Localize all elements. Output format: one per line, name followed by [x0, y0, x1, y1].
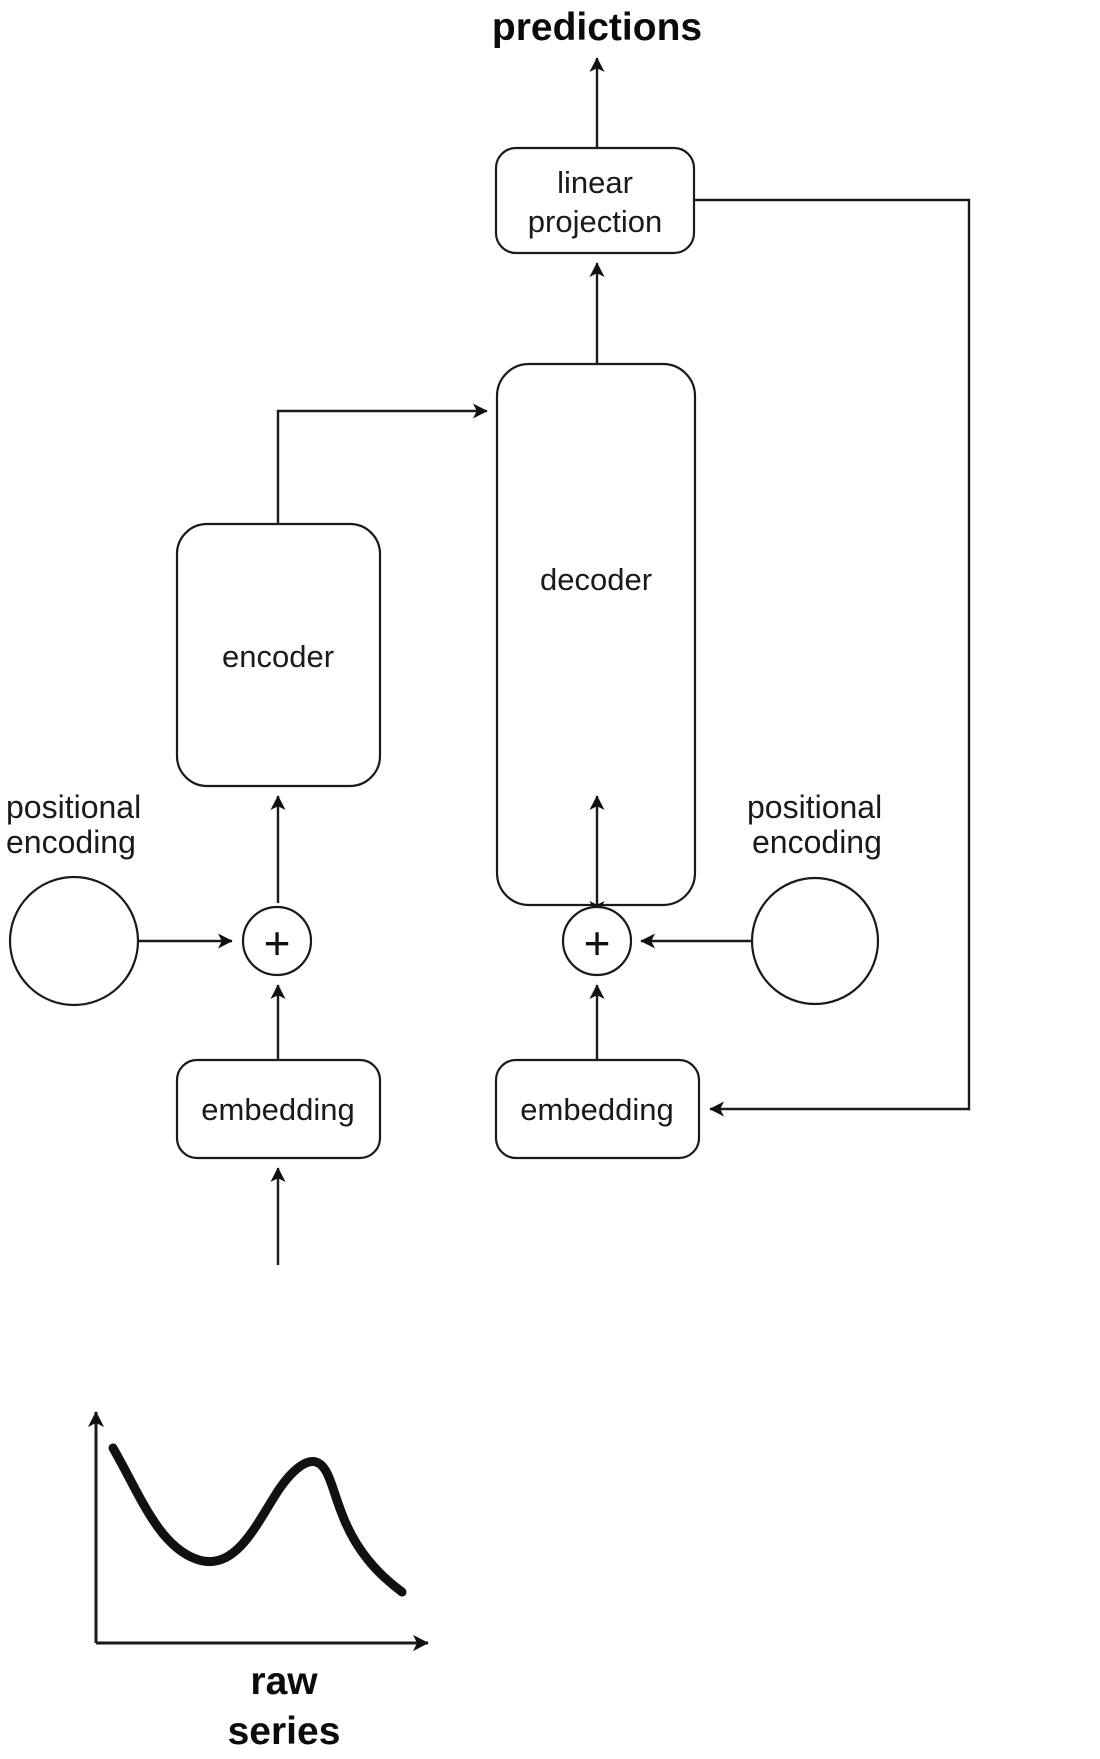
- right-positional-encoding-label-line1: positional: [747, 789, 882, 825]
- right-positional-encoding-node[interactable]: positional encoding: [747, 789, 882, 1006]
- chart-series-line: [108, 1443, 407, 1597]
- linear-projection-label-line2: projection: [528, 204, 662, 239]
- encoder-label: encoder: [222, 639, 334, 674]
- decoder-label: decoder: [540, 562, 652, 597]
- edge-encoder-to-decoder: [276, 403, 488, 524]
- raw-series-label-line2: series: [228, 1710, 341, 1753]
- encoder-box[interactable]: [175, 522, 382, 788]
- linear-projection-node[interactable]: linear projection: [494, 146, 696, 255]
- right-sum-circle[interactable]: [561, 905, 633, 977]
- left-embedding-label: embedding: [201, 1092, 354, 1127]
- left-embedding-node[interactable]: embedding: [175, 1058, 382, 1160]
- left-positional-encoding-circle[interactable]: [8, 875, 140, 1007]
- right-positional-encoding-circle[interactable]: [750, 876, 880, 1006]
- right-embedding-box[interactable]: [494, 1058, 701, 1160]
- left-sum-node[interactable]: +: [241, 905, 313, 977]
- right-positional-encoding-label-line2: encoding: [752, 824, 882, 860]
- right-embedding-label: embedding: [520, 1092, 673, 1127]
- left-sum-circle[interactable]: [241, 905, 313, 977]
- left-positional-encoding-label-line2: encoding: [6, 824, 136, 860]
- left-embedding-box[interactable]: [175, 1058, 382, 1160]
- left-positional-encoding-label-line1: positional: [6, 789, 141, 825]
- right-sum-plus-icon: +: [584, 917, 611, 969]
- left-positional-encoding-node[interactable]: positional encoding: [6, 789, 141, 1007]
- right-sum-node[interactable]: +: [561, 905, 633, 977]
- predictions-label: predictions: [492, 6, 702, 49]
- edge-linear-projection-to-right-embedding: [694, 198, 971, 1117]
- right-embedding-node[interactable]: embedding: [494, 1058, 701, 1160]
- decoder-node[interactable]: decoder: [495, 362, 697, 907]
- raw-series-label-line1: raw: [250, 1660, 318, 1703]
- encoder-node[interactable]: encoder: [175, 522, 382, 788]
- left-sum-plus-icon: +: [264, 917, 291, 969]
- raw-series-chart: raw: [87, 1411, 429, 1652]
- linear-projection-label-line1: linear: [557, 165, 633, 200]
